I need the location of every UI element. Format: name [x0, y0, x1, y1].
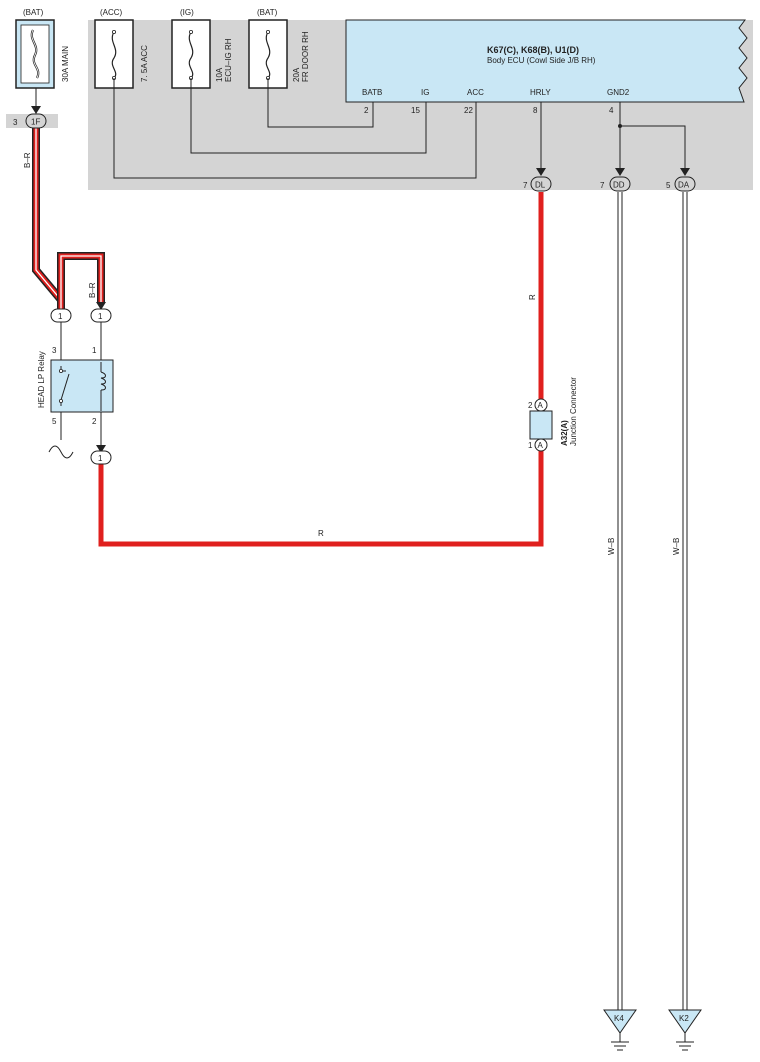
ground-k4-code: K4: [614, 1014, 624, 1023]
fuse-link-icon: [265, 31, 271, 79]
junction-bottom-terminal: [534, 438, 548, 452]
ground-k2-code: K2: [679, 1014, 689, 1023]
fuse-20a-label-line2: FR DOOR RH: [301, 31, 310, 82]
terminal-gnd2: GND2: [607, 88, 630, 97]
connector-arrows: [31, 106, 690, 453]
wire-w-b: [617, 192, 688, 1010]
head-lp-relay: [50, 359, 114, 413]
connector-relay-in-right-pin: 1: [98, 312, 103, 321]
relay-coil-icon: [100, 362, 106, 411]
relay-pin-1: 1: [92, 346, 97, 355]
junction-top-pin: 2: [528, 401, 533, 410]
terminal-ig: IG: [421, 88, 429, 97]
wire-break-icon: [48, 445, 74, 459]
connector-da-code: DA: [678, 181, 690, 190]
relay-name: HEAD LP Relay: [37, 351, 46, 408]
fuse-30a-main-label: 30A MAIN: [61, 46, 70, 82]
connector-dl-code: DL: [535, 181, 546, 190]
connector-dd: [609, 176, 631, 192]
connector-relay-in-left-pin: 1: [58, 312, 63, 321]
internal-wiring: [113, 78, 686, 179]
junction-bottom-pin: 1: [528, 441, 533, 450]
connector-da: [674, 176, 696, 192]
wire-red: [98, 192, 544, 547]
terminal-hrly: HRLY: [530, 88, 551, 97]
fuse-acc-source: (ACC): [100, 8, 123, 17]
connector-1f: [25, 113, 47, 129]
fuse-10a-label-line1: 10A: [215, 67, 224, 82]
fuse-link-icon: [111, 31, 117, 79]
ground-k2: K2: [668, 1009, 702, 1051]
fuse-7-5a-acc-label: 7. 5A ACC: [140, 45, 149, 82]
pin-acc: 22: [464, 106, 473, 115]
pin-gnd2: 4: [609, 106, 614, 115]
junction-name: Junction Connector: [569, 377, 578, 446]
connector-dd-pin: 7: [600, 181, 605, 190]
connector-1f-code: 1F: [31, 118, 40, 127]
ecu-title: K67(C), K68(B), U1(D): [487, 45, 579, 55]
wire-label-r-horizontal: R: [318, 529, 324, 538]
connector-da-pin: 5: [666, 181, 671, 190]
wire-label-wb-right: W–B: [672, 538, 681, 555]
connector-relay-out: [90, 450, 112, 465]
relay-leads: [60, 322, 102, 445]
ground-k4: K4: [603, 1009, 637, 1051]
terminal-acc: ACC: [467, 88, 484, 97]
wire-label-br-left: B–R: [23, 152, 32, 168]
fuse-link-icon: [188, 31, 194, 79]
wire-label-br-right: B–R: [88, 282, 97, 298]
ecu-subtitle: Body ECU (Cowl Side J/B RH): [487, 56, 596, 65]
connector-dl: [530, 176, 552, 192]
relay-pin-3: 3: [52, 346, 57, 355]
wire-label-wb-left: W–B: [607, 538, 616, 555]
pin-ig: 15: [411, 106, 420, 115]
gnd2-splice: [618, 124, 622, 128]
fuse-main-source: (BAT): [23, 8, 44, 17]
fuse-10a-label-line2: ECU–IG RH: [224, 38, 233, 82]
junction-connector-body: [529, 410, 553, 440]
connector-dd-code: DD: [613, 181, 625, 190]
fuse-frdoor-source: (BAT): [257, 8, 278, 17]
junction-top-code: A: [538, 401, 544, 410]
connector-dl-pin: 7: [523, 181, 528, 190]
junction-code: A32(A): [560, 420, 569, 446]
pin-hrly: 8: [533, 106, 538, 115]
relay-pin-2: 2: [92, 417, 97, 426]
fuse-ig-source: (IG): [180, 8, 194, 17]
junction-bottom-code: A: [538, 441, 544, 450]
wire-b-r: [32, 128, 105, 310]
pin-batb: 2: [364, 106, 369, 115]
connector-1f-pin: 3: [13, 118, 18, 127]
body-ecu-box: [345, 19, 748, 103]
wire-label-r-vertical: R: [528, 294, 537, 300]
relay-pin-5: 5: [52, 417, 57, 426]
terminal-batb: BATB: [362, 88, 382, 97]
fuse-20a-label-line1: 20A: [292, 67, 301, 82]
connector-relay-out-pin: 1: [98, 454, 103, 463]
